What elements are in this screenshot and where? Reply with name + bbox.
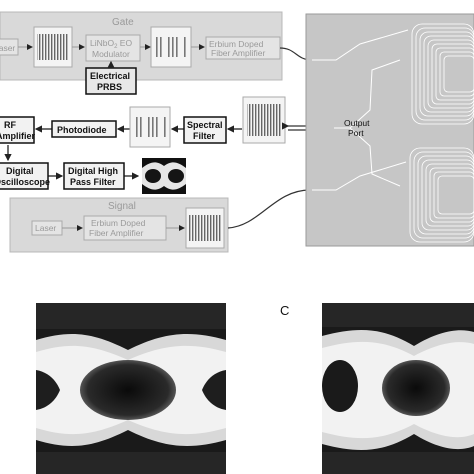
gate-panel-title: Gate [112,17,134,28]
panel-c-label: C [280,303,289,318]
rf-amplifier-box [0,116,35,144]
edfa-gate-line1: Erbium Doped [209,39,264,49]
oscilloscope-box [0,162,49,190]
gate-panel: Gate Laser LiNbO2 EO Modulator Erbium Do… [0,11,283,81]
rf-amplifier-line2: Amplifier [0,131,36,141]
signal-laser-label: Laser [35,223,56,233]
eye-diagram-right [322,303,474,474]
spectral-filter-box [183,116,227,144]
photonic-chip: Output Port [305,13,474,247]
edfa-signal-line1: Erbium Doped [91,218,146,228]
signal-panel: Signal Laser Erbium Doped Fiber Amplifie… [9,197,229,253]
modulator-label-line2: Modulator [92,49,130,59]
oscilloscope-line1: Digital [6,166,34,176]
rf-amplifier-line1: RF [4,120,16,130]
prbs-line1: Electrical [90,71,130,81]
small-eye-diagram [142,158,186,194]
edfa-signal-line2: Fiber Amplifier [89,228,143,238]
hpf-line2: Pass Filter [70,177,116,187]
signal-panel-title: Signal [108,201,136,212]
photodiode-label: Photodiode [57,125,107,135]
oscilloscope-line2: Oscilloscope [0,177,50,187]
edfa-gate-line2: Fiber Amplifier [211,48,265,58]
modulator-box [85,34,141,62]
hpf-line1: Digital High [68,166,118,176]
output-port-line1: Output [344,118,370,128]
spectral-filter-line1: Spectral [187,120,223,130]
gate-laser-label: Laser [0,43,15,53]
edfa-signal-box [83,215,167,241]
prbs-line2: PRBS [97,82,122,92]
output-port-line2: Port [348,128,364,138]
modulator-label-line1: LiNbO2 EO [90,38,132,50]
prbs-box [85,67,137,95]
photodiode-box [51,120,117,138]
spectral-filter-line2: Filter [193,131,216,141]
eye-diagram-left [36,303,226,474]
